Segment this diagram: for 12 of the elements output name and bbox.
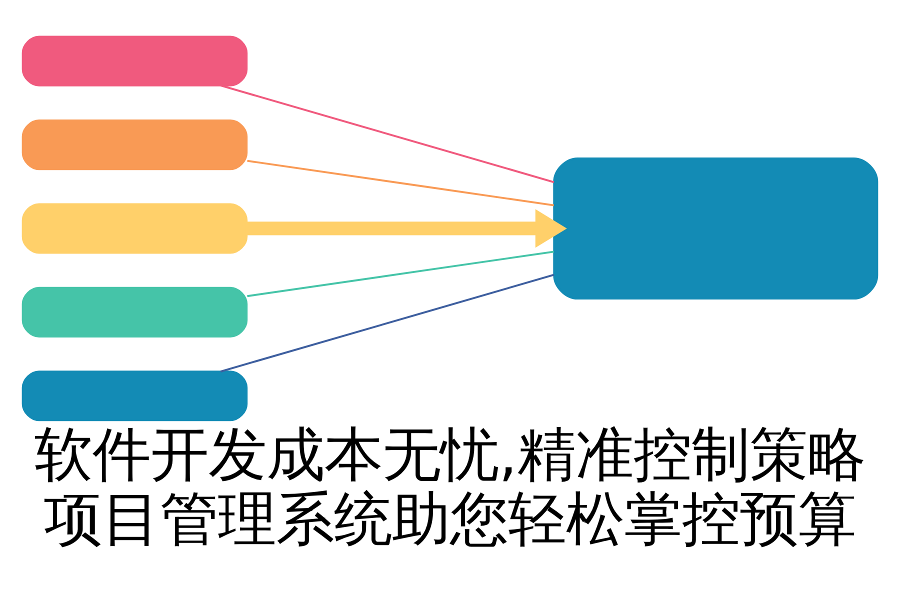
node-box xyxy=(22,370,248,421)
connector xyxy=(220,273,554,372)
connector xyxy=(247,250,554,297)
connector xyxy=(220,84,554,183)
node-box xyxy=(22,35,248,86)
arrow xyxy=(247,208,567,248)
diagram-title: 软件开发成本无忧,精准控制策略项目管理系统助您轻松掌控预算 xyxy=(34,420,866,552)
node-box xyxy=(553,156,878,300)
connector xyxy=(247,159,554,206)
node-box xyxy=(22,202,248,254)
node-box xyxy=(22,119,248,170)
node-box xyxy=(22,286,248,337)
